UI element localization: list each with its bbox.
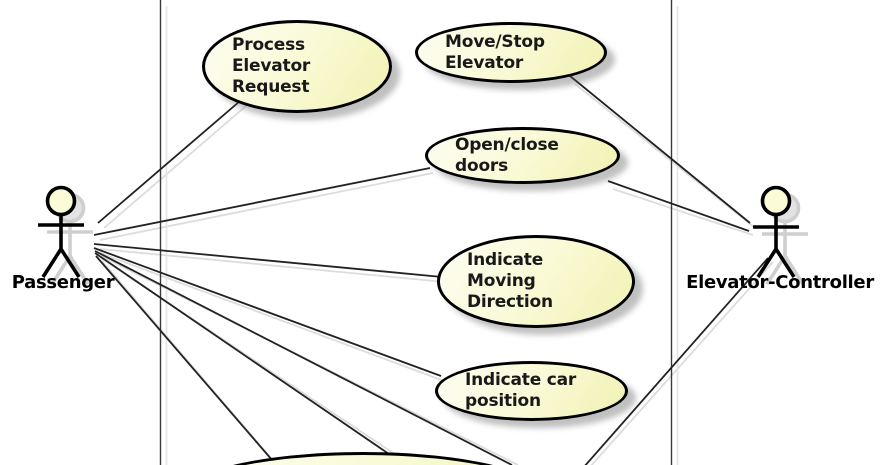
usecase-process-elevator-request[interactable]: Process Elevator Request [202,20,392,113]
association-passenger-offscreen-2 [94,252,406,465]
usecase-label: Indicate car position [465,370,577,411]
shadow-line [590,261,774,465]
stick-figure-icon [38,185,84,278]
association-passenger-process [97,100,241,224]
actor-label-elevator-controller: Elevator-Controller [686,272,874,293]
actor-label-passenger: Passenger [11,272,115,293]
association-controller-bottom [584,257,769,465]
usecase-indicate-moving-direction[interactable]: Indicate Moving Direction [437,235,635,328]
usecase-label: Open/close doors [455,134,559,176]
usecase-label: Process Elevator Request [232,35,311,97]
association-passenger-movingdir [93,243,443,278]
association-controller-openclose [607,180,750,232]
association-passenger-offscreen-1 [94,250,513,465]
stick-figure-icon [753,185,799,278]
shadow-line [612,188,754,236]
shadow-line [99,252,445,382]
actor-elevator-controller[interactable] [741,183,811,285]
shadow-line [574,83,755,228]
association-controller-movestop [569,75,751,224]
usecase-label: Move/Stop Elevator [445,31,545,73]
association-passenger-openclose [93,167,431,236]
actor-passenger[interactable] [26,183,96,285]
usecase-move-stop-elevator[interactable]: Move/Stop Elevator [415,22,607,83]
shadow-line [103,105,247,229]
association-passenger-carposition [93,247,442,377]
usecase-open-close-doors[interactable]: Open/close doors [425,127,620,184]
usecase-indicate-car-position[interactable]: Indicate car position [435,361,628,421]
usecase-label: Indicate Moving Direction [467,250,553,312]
shadow-line [99,172,434,241]
shadow-line [99,248,446,283]
association-passenger-bottom-usecase [95,255,273,461]
